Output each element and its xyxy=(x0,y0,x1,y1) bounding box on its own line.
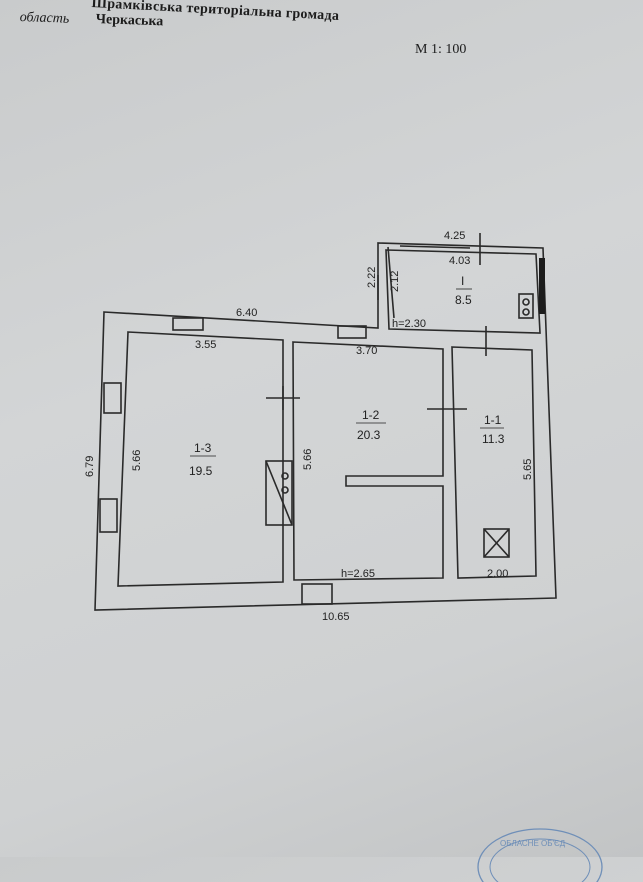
dim-3-70: 3.70 xyxy=(356,345,377,357)
dim-2-12: 2.12 xyxy=(389,271,401,292)
room-1-2-outline xyxy=(292,341,444,581)
stove-line xyxy=(265,460,293,526)
room-1-2-area: 20.3 xyxy=(357,428,381,442)
room-i-area: 8.5 xyxy=(455,293,472,307)
dim-6-40: 6.40 xyxy=(236,307,257,319)
stove-burner xyxy=(281,486,289,494)
height-2-65: h=2.65 xyxy=(341,568,375,580)
room-1-1-area: 11.3 xyxy=(482,432,505,446)
chimney-cross xyxy=(483,528,510,558)
chimney xyxy=(483,528,510,558)
boiler-dial xyxy=(522,308,530,316)
wall-segment xyxy=(539,258,545,314)
scale-label: М 1: 100 xyxy=(415,42,467,57)
room-1-3-outline xyxy=(117,331,284,587)
room-1-3-id: 1-3 xyxy=(194,441,212,455)
room-i-id: I xyxy=(461,274,464,288)
outer-wall xyxy=(94,242,557,611)
dim-4-03: 4.03 xyxy=(449,255,470,267)
floor-plan-drawing: 4.25 4.03 2.22 2.12 6.40 3.55 3.70 6.79 … xyxy=(84,230,557,623)
dim-2-22: 2.22 xyxy=(366,267,378,288)
window xyxy=(103,382,122,414)
stamp-text: ОБЛАСНЕ ОБ'ЄД xyxy=(500,839,566,848)
dim-5-66-left: 5.66 xyxy=(131,450,143,471)
dim-5-65: 5.65 xyxy=(522,459,534,480)
height-2-30: h=2.30 xyxy=(392,318,426,330)
room-i-outline xyxy=(385,249,541,334)
boiler xyxy=(518,293,534,319)
dim-3-55: 3.55 xyxy=(195,339,216,351)
dim-4-25: 4.25 xyxy=(444,230,465,242)
room-1-1-id: 1-1 xyxy=(484,413,502,427)
window xyxy=(172,317,204,331)
door-opening xyxy=(301,583,333,605)
dim-6-79: 6.79 xyxy=(84,456,96,477)
dim-5-66-mid: 5.66 xyxy=(302,449,314,470)
window xyxy=(99,498,118,533)
room-1-3-area: 19.5 xyxy=(189,464,213,478)
window xyxy=(337,325,367,339)
room-1-1-outline xyxy=(451,346,537,579)
dim-10-65: 10.65 xyxy=(322,611,350,623)
boiler-dial xyxy=(522,298,530,306)
stove xyxy=(265,460,293,526)
room-1-2-id: 1-2 xyxy=(362,408,380,422)
stamp-seal: ОБЛАСНЕ ОБ'ЄД xyxy=(477,828,603,882)
floor-plan-sheet: Шрамківська територіальна громада област… xyxy=(19,0,603,882)
stove-burner xyxy=(281,472,289,480)
dim-2-00: 2.00 xyxy=(487,568,508,580)
